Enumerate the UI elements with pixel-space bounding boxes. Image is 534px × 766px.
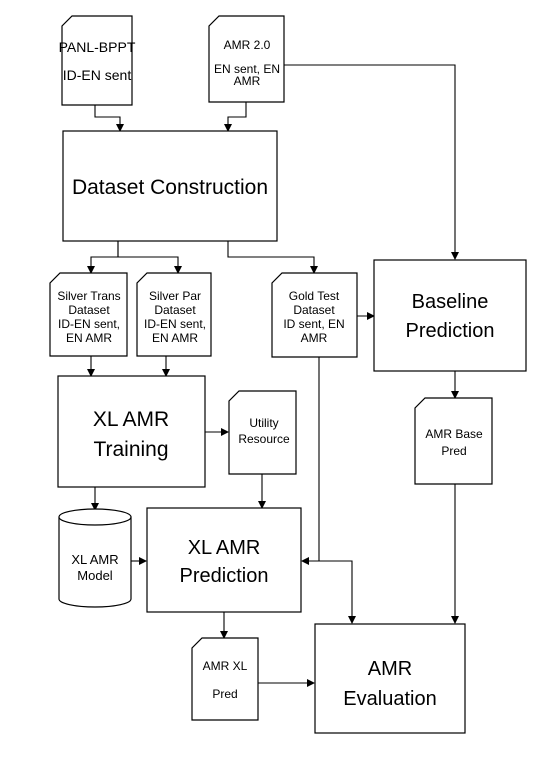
node-label-line: PANL-BPPT xyxy=(59,39,136,55)
node-dataset-construction: Dataset Construction xyxy=(62,130,278,242)
node-label-line: ID-EN sent, xyxy=(58,317,120,331)
node-label-line: Dataset xyxy=(293,303,335,317)
edge-gold-to-evaluation xyxy=(319,560,356,624)
node-xl-amr-prediction: XL AMR Prediction xyxy=(146,507,302,613)
node-label-line: Resource xyxy=(238,432,290,446)
node-label-line: Pred xyxy=(441,444,466,458)
node-label-line: Model xyxy=(77,568,113,583)
node-label: XL AMR Prediction xyxy=(180,537,269,587)
edges xyxy=(87,64,459,687)
node-label-line: XL AMR xyxy=(71,552,118,567)
edge-gold-to-xl-prediction xyxy=(301,357,320,565)
node-label-line: AMR 2.0 xyxy=(224,38,271,52)
edge-construction-to-gold-test xyxy=(227,241,318,274)
node-label-line: ID sent, EN xyxy=(283,317,344,331)
node-label-line: ID-EN sent, xyxy=(144,317,206,331)
node-label-line: Dataset xyxy=(154,303,196,317)
node-label-line: Dataset Construction xyxy=(72,176,268,199)
node-label-line: AMR xyxy=(368,658,412,680)
node-label-line: AMR Base xyxy=(425,427,483,441)
edge-construction-to-silver-trans xyxy=(87,241,119,274)
node-label-line: Prediction xyxy=(180,565,269,587)
node-xl-amr-training: XL AMR Training xyxy=(57,375,206,488)
node-label: Dataset Construction xyxy=(72,176,268,199)
node-label-line: XL AMR xyxy=(188,537,261,559)
node-label-line: ID-EN sent xyxy=(63,67,132,83)
edge-amr20-to-construction xyxy=(224,102,247,132)
node-amr-evaluation: AMR Evaluation xyxy=(314,623,466,734)
node-label-line: Prediction xyxy=(406,320,495,342)
node-label-line: AMR xyxy=(301,331,328,345)
node-label-line: EN AMR xyxy=(66,331,112,345)
node-label-line: Silver Par xyxy=(149,289,201,303)
node-label-line: Silver Trans xyxy=(57,289,120,303)
node-label: XL AMR Training xyxy=(93,408,169,461)
node-label-line: EN sent, EN xyxy=(214,62,280,76)
node-label-line: Gold Test xyxy=(289,289,340,303)
edge-panl-to-construction xyxy=(94,105,124,132)
node-label-line: Dataset xyxy=(68,303,110,317)
node-label-line: EN AMR xyxy=(152,331,198,345)
node-label-line: AMR xyxy=(234,74,261,88)
node-label-line: XL AMR xyxy=(93,408,169,431)
node-label-line: Utility xyxy=(249,416,278,430)
node-label-line: AMR XL xyxy=(203,659,248,673)
node-label: AMR XL Pred xyxy=(203,659,248,701)
node-panl-bppt: PANL-BPPT ID-EN sent xyxy=(59,15,136,106)
node-label-line: Pred xyxy=(212,687,237,701)
node-label-line xyxy=(223,673,226,687)
node-label-line: Evaluation xyxy=(343,688,436,710)
node-amr-xl-pred: AMR XL Pred xyxy=(191,637,259,721)
edge-amr20-to-baseline xyxy=(284,64,459,260)
node-label-line: Baseline xyxy=(412,291,489,313)
node-label-line: Training xyxy=(93,438,168,461)
node-label: AMR Evaluation xyxy=(343,658,436,710)
node-label: PANL-BPPT ID-EN sent xyxy=(59,39,136,83)
edge-construction-to-silver-par xyxy=(117,241,182,274)
